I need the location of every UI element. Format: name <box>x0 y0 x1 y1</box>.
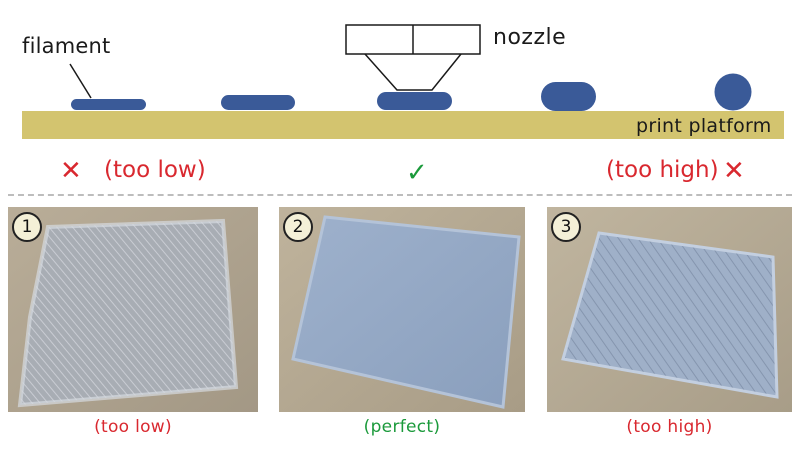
filament-bead-too-low <box>71 99 146 110</box>
filament-height-diagram: filament nozzle print platform ✕ (too lo… <box>0 0 800 195</box>
filament-bead-high <box>541 82 596 111</box>
print-platform-bar <box>22 111 784 139</box>
photo-perfect <box>279 207 525 412</box>
filament-bead-low <box>221 95 295 110</box>
photo-too-low <box>8 207 258 412</box>
step-badge-1: 1 <box>12 212 42 242</box>
filament-bead-perfect <box>377 92 452 110</box>
step-badge-2: 2 <box>283 212 313 242</box>
print-platform-label: print platform <box>636 115 772 137</box>
check-icon: ✓ <box>406 158 428 188</box>
diagram-graphic <box>22 24 784 139</box>
filament-bead-too-high <box>714 73 752 111</box>
caption-too-high: (too high) <box>626 417 713 437</box>
photo-panel-2: 2 <box>279 207 525 412</box>
photo-panel-3: 3 <box>547 207 792 412</box>
step-badge-3: 3 <box>551 212 581 242</box>
status-too-high: (too high) <box>606 157 719 183</box>
filament-pointer-line <box>69 63 92 99</box>
caption-perfect: (perfect) <box>363 417 441 437</box>
caption-too-low: (too low) <box>94 417 172 437</box>
filament-label: filament <box>22 34 111 58</box>
photo-too-high <box>547 207 792 412</box>
photo-panel-1: 1 <box>8 207 258 412</box>
cross-icon-right: ✕ <box>723 156 745 186</box>
nozzle-shape <box>345 24 481 91</box>
nozzle-label: nozzle <box>493 25 567 50</box>
dashed-divider <box>8 194 792 196</box>
cross-icon-left: ✕ <box>60 156 82 186</box>
status-too-low: (too low) <box>104 157 206 183</box>
